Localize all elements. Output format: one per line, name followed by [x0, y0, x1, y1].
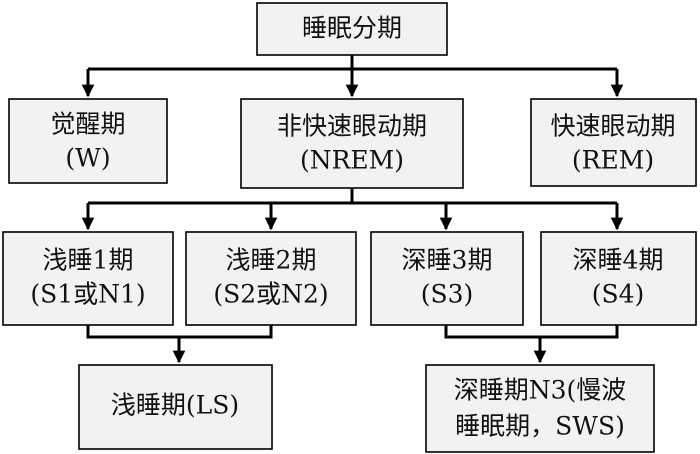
node-root — [256, 2, 448, 56]
nrem-label-line1: 非快速眼动期 — [277, 112, 427, 141]
nrem-label-line2: (NREM) — [300, 146, 404, 175]
rem-label-line2: (REM) — [572, 146, 654, 175]
sws-label-line1: 深睡期N3(慢波 — [454, 376, 627, 405]
s1-label-line1: 浅睡1期 — [43, 246, 134, 275]
s3-label-line1: 深睡3期 — [402, 246, 493, 275]
node-s1 — [2, 231, 174, 326]
root-label: 睡眠分期 — [302, 14, 402, 43]
wake-label-line2: (W) — [65, 144, 110, 173]
node-ls — [78, 364, 273, 450]
connector-merge-ls — [86, 325, 273, 339]
s3-label-line2: (S3) — [421, 280, 474, 309]
node-rem — [530, 98, 697, 187]
node-sws — [425, 364, 655, 453]
node-s2 — [185, 231, 357, 326]
wake-label-line1: 觉醒期 — [50, 110, 125, 139]
rem-label-line1: 快速眼动期 — [550, 112, 675, 141]
node-s3 — [370, 231, 524, 326]
node-s4 — [540, 231, 697, 326]
node-nrem — [240, 98, 464, 189]
s1-label-line2: (S1或N1) — [30, 280, 145, 309]
sws-label-line2: 睡眠期，SWS) — [455, 412, 625, 441]
node-wake — [8, 98, 168, 184]
labels: 睡眠分期 觉醒期 (W) 非快速眼动期 (NREM) 快速眼动期 (REM) 浅… — [30, 14, 675, 441]
s4-label-line2: (S4) — [592, 280, 645, 309]
s4-label-line1: 深睡4期 — [573, 246, 664, 275]
s2-label-line2: (S2或N2) — [213, 280, 328, 309]
ls-label: 浅睡期(LS) — [111, 391, 239, 420]
connectors — [81, 55, 624, 364]
s2-label-line1: 浅睡2期 — [226, 246, 317, 275]
connector-merge-sws — [444, 325, 619, 339]
